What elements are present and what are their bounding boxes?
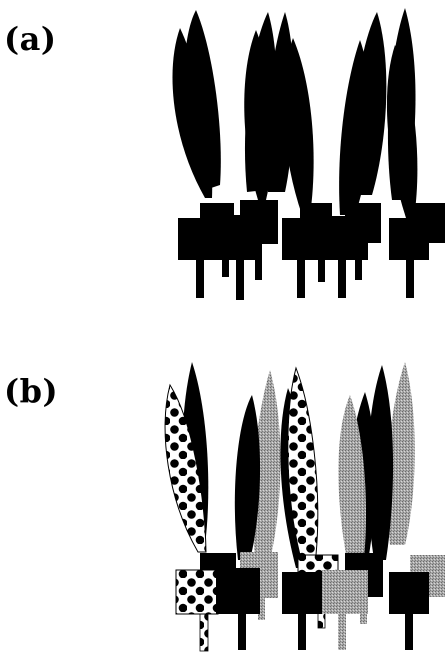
stem	[297, 258, 305, 298]
block	[282, 572, 324, 614]
stem	[236, 258, 244, 300]
leaf-shape	[283, 38, 313, 215]
block	[389, 572, 429, 614]
block	[178, 218, 232, 260]
stem	[196, 258, 204, 298]
stem	[298, 612, 306, 650]
stem	[338, 258, 346, 298]
block	[322, 570, 368, 614]
block	[389, 218, 429, 260]
stem	[238, 612, 246, 650]
stem	[338, 612, 346, 650]
block	[176, 570, 218, 614]
stem	[406, 258, 414, 298]
stem	[200, 613, 208, 651]
panel-b-figure	[165, 362, 445, 651]
block	[324, 216, 368, 260]
block	[216, 568, 260, 614]
panel-a-figure	[172, 8, 445, 300]
stem	[405, 612, 413, 650]
block	[282, 218, 324, 260]
block	[226, 215, 262, 260]
